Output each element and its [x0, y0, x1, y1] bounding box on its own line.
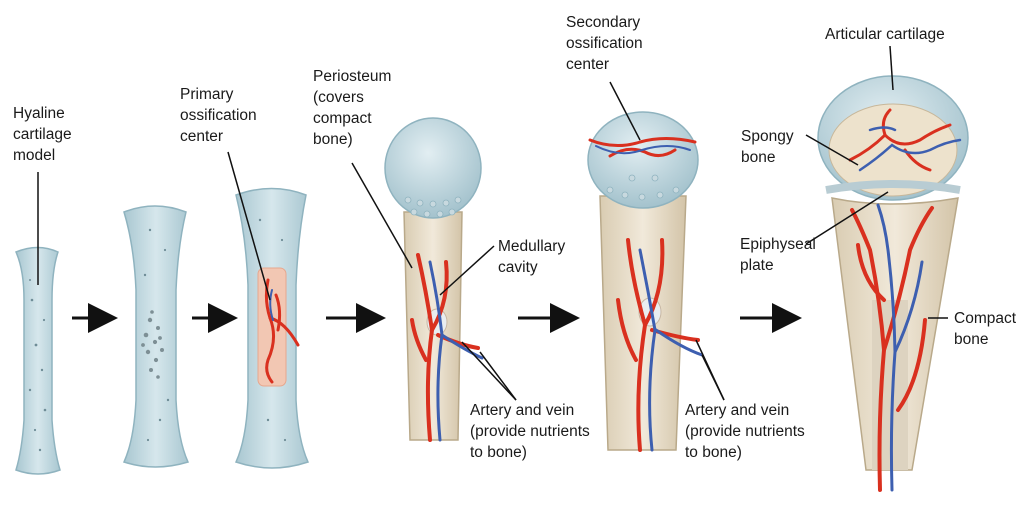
label-articular-cartilage: Articular cartilage: [825, 24, 945, 45]
label-compact-bone: Compact bone: [954, 308, 1016, 350]
stage4-periosteum-stage: [385, 118, 482, 440]
label-artery-vein-2: Artery and vein (provide nutrients to bo…: [685, 400, 805, 463]
stage6-mature-bone: [818, 76, 968, 490]
label-hyaline-cartilage-model: Hyaline cartilage model: [13, 103, 72, 166]
label-artery-vein-1: Artery and vein (provide nutrients to bo…: [470, 400, 590, 463]
label-primary-ossification-center: Primary ossification center: [180, 84, 257, 147]
label-epiphyseal-plate: Epiphyseal plate: [740, 234, 816, 276]
label-spongy-bone: Spongy bone: [741, 126, 794, 168]
stage3-primary-ossification: [236, 189, 308, 469]
label-secondary-ossification-center: Secondary ossification center: [566, 12, 643, 75]
stage2-cartilage-model: [124, 206, 188, 467]
label-periosteum: Periosteum (covers compact bone): [313, 66, 391, 150]
label-medullary-cavity: Medullary cavity: [498, 236, 565, 278]
